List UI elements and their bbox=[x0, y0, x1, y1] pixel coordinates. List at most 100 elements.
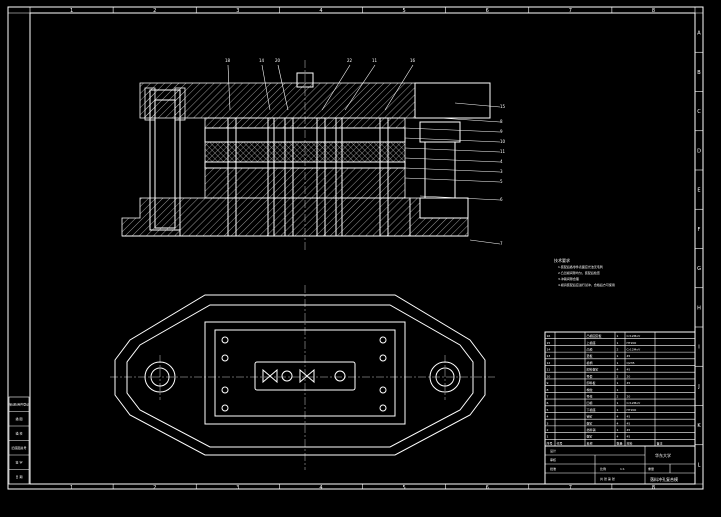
punch-plate bbox=[204, 117, 406, 129]
die-block bbox=[179, 197, 411, 237]
tb-check-label: 审核 bbox=[550, 457, 556, 462]
bom-cell: 6 bbox=[547, 401, 549, 405]
tb-approve-label: 批准 bbox=[550, 466, 556, 471]
bom-cell: 4 bbox=[617, 415, 619, 419]
bom-cell: 凹模 bbox=[587, 400, 593, 405]
bom-cell: 模柄 bbox=[587, 360, 593, 365]
bom-cell: 45 bbox=[627, 381, 631, 385]
bom-cell: 2 bbox=[547, 428, 549, 432]
tb-scale-label: 比例 bbox=[600, 466, 606, 471]
bom-cell: 凸模固定板 bbox=[587, 333, 602, 338]
bom-header-cell: 材料 bbox=[627, 440, 633, 445]
bom-cell: 1 bbox=[617, 408, 619, 412]
bom-header-cell: 备注 bbox=[657, 440, 663, 445]
bom-cell: 45 bbox=[627, 421, 631, 425]
zone-y-right: G bbox=[697, 266, 701, 272]
sheet-border bbox=[7, 6, 704, 490]
callout-right: 3 bbox=[500, 169, 503, 174]
upper-seat-flange bbox=[414, 82, 491, 119]
bom-cell: 9 bbox=[547, 381, 549, 385]
callout-right: 15 bbox=[500, 104, 506, 109]
lower-seat-right bbox=[409, 197, 469, 237]
die-shank bbox=[296, 72, 314, 88]
callout-top: 18 bbox=[225, 58, 231, 63]
callout-top: 14 bbox=[259, 58, 265, 63]
bom-cell: 15 bbox=[547, 341, 551, 345]
callout-right: 7 bbox=[500, 241, 503, 246]
bom-cell: 4 bbox=[617, 435, 619, 439]
lower-seat-left bbox=[121, 197, 181, 237]
bom-cell: 45 bbox=[627, 415, 631, 419]
zone-y-right: C bbox=[697, 109, 701, 115]
bom-cell: 2 bbox=[617, 374, 619, 378]
side-stamp-cell: 旧底图总号 bbox=[11, 445, 26, 450]
bom-cell: 3 bbox=[547, 421, 549, 425]
bom-cell: 14 bbox=[547, 348, 551, 352]
bom-cell: 1 bbox=[617, 428, 619, 432]
tb-drawing-title: 落料冲孔复合模 bbox=[650, 476, 678, 482]
zone-x-top: 8 bbox=[652, 8, 655, 14]
bom-cell: 垫板 bbox=[587, 353, 593, 358]
bom-cell: 20 bbox=[627, 394, 631, 398]
stripper-plate bbox=[204, 167, 406, 199]
title-block: 设计 审核 批准 华东大学 比例 1:1 重量 共 张 第 张 落料冲孔复合模 bbox=[544, 445, 696, 485]
bom-cell: 4 bbox=[617, 368, 619, 372]
bom-cell: 45 bbox=[627, 435, 631, 439]
zone-x-bottom: 6 bbox=[486, 485, 489, 491]
zone-y-right: J bbox=[697, 384, 699, 390]
callout-top: 22 bbox=[347, 58, 353, 63]
notes-title: 技术要求 bbox=[554, 257, 570, 263]
zone-y-right: D bbox=[697, 148, 701, 154]
zone-x-bottom: 7 bbox=[569, 485, 572, 491]
note-line: 4.模具装配后应进行试冲，合格后方可使用 bbox=[558, 282, 615, 287]
zone-x-top: 5 bbox=[402, 8, 405, 14]
bom-cell: 橡胶 bbox=[587, 387, 593, 392]
bom-cell: 2 bbox=[617, 394, 619, 398]
bom-cell: 45 bbox=[627, 368, 631, 372]
bom-cell: 2 bbox=[617, 348, 619, 352]
bom-cell: 20 bbox=[627, 374, 631, 378]
zone-x-bottom: 8 bbox=[652, 485, 655, 491]
callout-right: 8 bbox=[500, 119, 503, 124]
tb-scale: 1:1 bbox=[620, 467, 625, 471]
bom-cell: 13 bbox=[547, 354, 551, 358]
zone-y-right: L bbox=[698, 462, 701, 468]
bom-cell: Q235 bbox=[627, 361, 635, 365]
note-line: 1.装配后各零件表面应光洁无毛刺 bbox=[558, 264, 603, 269]
side-stamp-cell: 日 期 bbox=[16, 474, 23, 479]
die-plate-outline bbox=[204, 321, 406, 425]
bom-cell: 1 bbox=[617, 334, 619, 338]
bom-cell: 下模座 bbox=[587, 407, 596, 412]
bom-cell: HT200 bbox=[627, 341, 637, 345]
bom-cell: 7 bbox=[547, 394, 549, 398]
zone-x-top: 3 bbox=[236, 8, 239, 14]
tb-weight-label: 重量 bbox=[648, 466, 654, 471]
bom-header-cell: 数量 bbox=[617, 440, 623, 445]
bom-cell: 导柱 bbox=[587, 393, 593, 398]
zone-y-right: E bbox=[697, 188, 700, 194]
zone-x-top: 4 bbox=[319, 8, 322, 14]
tb-unit: 华东大学 bbox=[655, 452, 671, 458]
bom-header-cell: 名称 bbox=[587, 440, 593, 445]
zone-x-top: 6 bbox=[486, 8, 489, 14]
tb-sheet-label: 共 张 第 张 bbox=[600, 476, 615, 481]
bom-cell: 45 bbox=[627, 428, 631, 432]
bom-cell: 螺钉 bbox=[587, 420, 593, 425]
screw-holes bbox=[221, 336, 387, 412]
zone-x-top: 1 bbox=[70, 8, 73, 14]
zone-y-right: H bbox=[697, 305, 701, 311]
side-stamp-cell: 描 校 bbox=[16, 430, 23, 435]
callout-top: 11 bbox=[372, 58, 378, 63]
technical-notes: 技术要求 1.装配后各零件表面应光洁无毛刺2.凸凹模间隙均匀，装配后检查3.冲裁… bbox=[554, 257, 615, 287]
bom-cell: 1 bbox=[617, 341, 619, 345]
bom-cell: 1 bbox=[617, 388, 619, 392]
bom-cell: 导套 bbox=[587, 373, 593, 378]
bom-cell: 销钉 bbox=[587, 414, 593, 419]
bom-cell: 4 bbox=[547, 415, 549, 419]
bom-cell: 8 bbox=[547, 388, 549, 392]
